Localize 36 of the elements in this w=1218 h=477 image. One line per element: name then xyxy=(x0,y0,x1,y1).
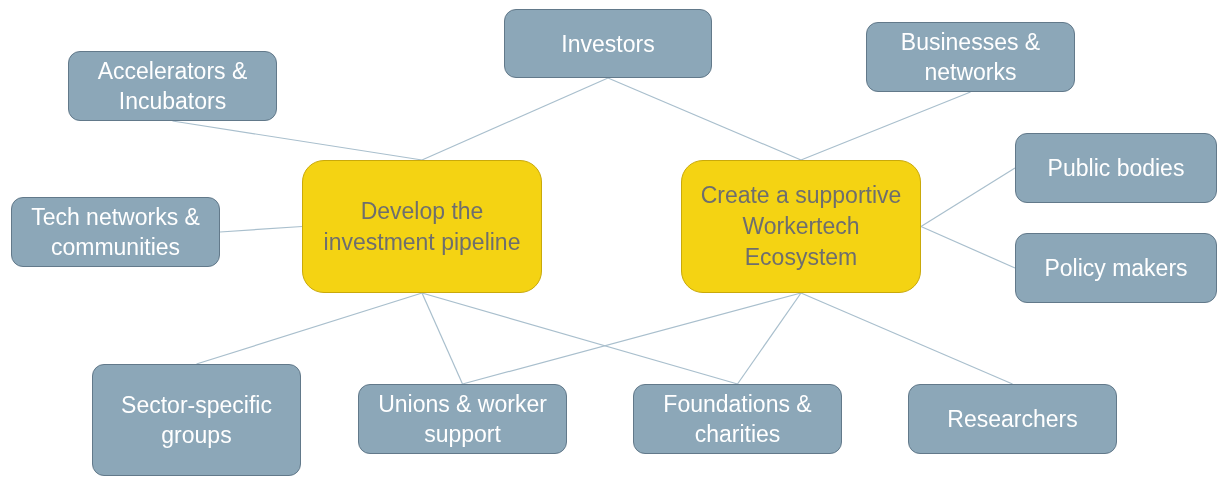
connector-line xyxy=(421,77,609,161)
stakeholder-label: Tech networks & communities xyxy=(30,203,201,262)
stakeholder-label: Researchers xyxy=(947,405,1078,434)
connector-line xyxy=(920,167,1016,228)
stakeholder-box xyxy=(92,364,301,476)
stakeholder-label: Foundations & charities xyxy=(662,390,813,449)
connector-line xyxy=(461,292,802,385)
stakeholder-label: Businesses & networks xyxy=(899,28,1042,87)
connector-line xyxy=(421,292,739,385)
connector-line xyxy=(607,77,802,161)
stakeholder-box xyxy=(68,51,277,121)
goal-box xyxy=(302,160,542,293)
connector-line xyxy=(219,225,303,233)
stakeholder-label: Policy makers xyxy=(1044,254,1188,283)
connector-line xyxy=(800,292,1014,385)
goal-label: Develop the investment pipeline xyxy=(322,196,522,257)
connector-line xyxy=(920,225,1016,269)
connector-line xyxy=(195,292,423,365)
stakeholder-label: Unions & worker support xyxy=(377,390,548,449)
stakeholder-box xyxy=(504,9,712,78)
stakeholder-box xyxy=(11,197,220,267)
connector-line xyxy=(736,292,802,385)
stakeholder-box xyxy=(1015,233,1217,303)
stakeholder-box xyxy=(866,22,1075,92)
goal-label: Create a supportive Workertech Ecosystem xyxy=(699,181,903,272)
stakeholder-box xyxy=(358,384,567,454)
stakeholder-box xyxy=(633,384,842,454)
stakeholder-label: Investors xyxy=(561,29,655,59)
goal-box xyxy=(681,160,921,293)
connector-line xyxy=(800,91,972,161)
stakeholder-box xyxy=(1015,133,1217,203)
stakeholder-label: Accelerators & Incubators xyxy=(96,57,249,116)
stakeholder-label: Public bodies xyxy=(1047,154,1185,183)
stakeholder-label: Sector-specific groups xyxy=(120,391,273,450)
stakeholder-box xyxy=(908,384,1117,454)
connector-line xyxy=(421,292,464,385)
